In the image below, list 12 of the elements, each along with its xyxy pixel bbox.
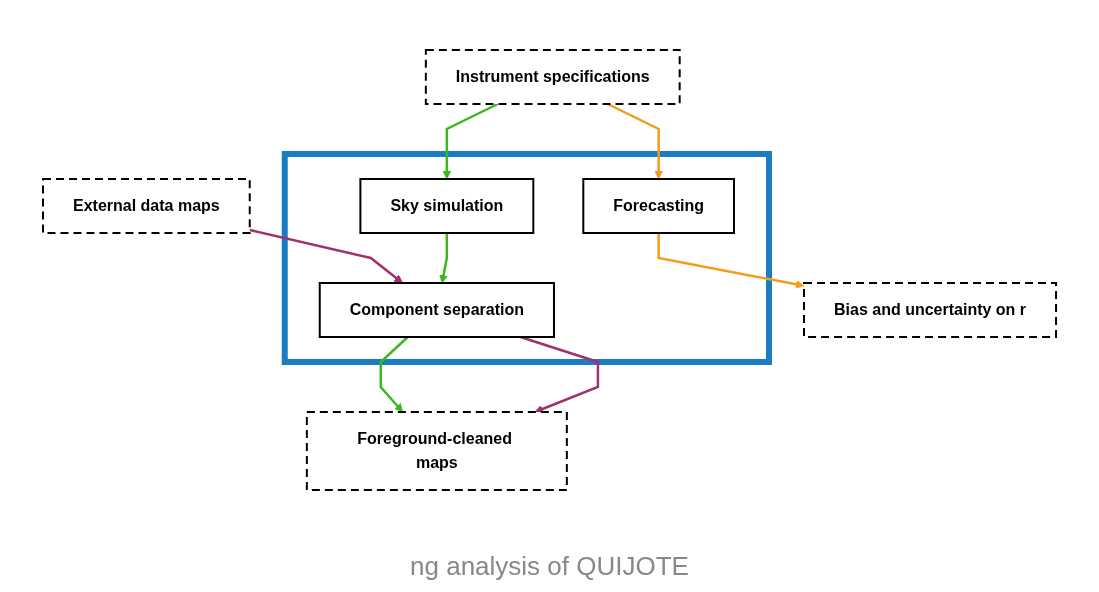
arrow [249,228,403,284]
node-box: External data maps [41,178,251,234]
node-box: Foreground-cleaned maps [305,411,568,491]
cluster [281,151,772,365]
node-box: Bias and uncertainty on r [802,282,1057,338]
arrow [379,336,409,413]
node-box: Component separation [318,282,555,338]
overlay-text: ng analysis of QUIJOTE [410,550,689,582]
node-box: Forecasting [582,178,735,234]
node-box: Instrument specifications [424,49,681,105]
node-box: Sky simulation [359,178,535,234]
arrow [439,233,449,284]
